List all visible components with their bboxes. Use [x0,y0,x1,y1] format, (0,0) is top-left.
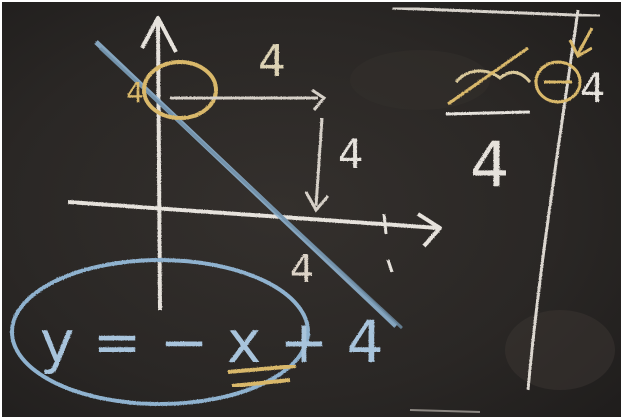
arrow-up-icon [140,16,178,53]
rise-arrow [304,117,330,213]
circle-icon [534,60,582,104]
strike-line [447,46,529,106]
circle-icon [142,60,218,120]
label-intercept-value: 4 [580,66,605,112]
x-axis [67,200,442,273]
run-arrow [170,88,327,111]
label-y-intercept: 4 [126,76,144,109]
equation-circle [10,258,310,406]
label-x-intercept: 4 [290,247,314,291]
intercept-term: 4 [534,27,605,112]
fraction-bar [445,110,531,116]
struck-numerator [454,69,532,84]
label-top-distance: 4 [258,36,286,87]
eraser-smudge [505,310,615,390]
board-edge-line [391,6,601,18]
divider-line [526,9,580,391]
equation: y = − x + 4 [40,308,384,376]
eraser-smudge [350,50,490,110]
arrow-down-icon [568,27,594,59]
board-bottom-edge [409,409,481,413]
label-fraction-denominator: 4 [470,128,509,201]
label-down-distance: 4 [338,132,363,178]
equation-underline [227,364,297,388]
fraction: 4 [445,46,532,201]
arrow-right-icon [311,88,327,111]
arrow-down-icon [304,191,330,213]
arrow-right-icon [416,212,442,248]
